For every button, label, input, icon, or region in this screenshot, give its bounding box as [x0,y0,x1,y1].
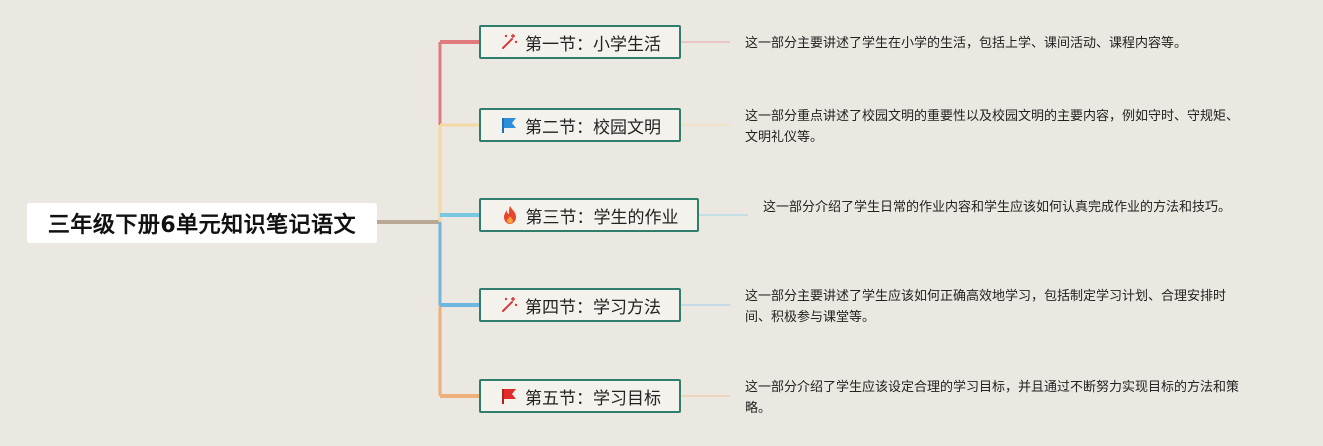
topic-label: 第二节：校园文明 [525,117,661,138]
topic-node-section-5[interactable]: 第五节：学习目标 [479,379,681,413]
topic-label: 第五节：学习目标 [525,388,661,409]
description-section-1: 这一部分主要讲述了学生在小学的生活，包括上学、课间活动、课程内容等。 [745,36,1188,51]
topic-node-section-4[interactable]: 第四节：学习方法 [479,288,681,322]
description-section-3: 这一部分介绍了学生日常的作业内容和学生应该如何认真完成作业的方法和技巧。 [763,200,1232,215]
fire-icon [500,205,520,225]
blue-flag-icon [499,115,519,135]
topic-node-section-2[interactable]: 第二节：校园文明 [479,108,681,142]
root-topic[interactable]: 三年级下册6单元知识笔记语文 [27,203,377,243]
sparkle-icon [499,32,519,52]
root-title: 三年级下册6单元知识笔记语文 [47,213,357,238]
topic-label: 第一节：小学生活 [525,34,661,55]
description-section-2: 这一部分重点讲述了校园文明的重要性以及校园文明的主要内容，例如守时、守规矩、文明… [745,109,1240,145]
topic-label: 第四节：学习方法 [525,297,661,318]
topic-label: 第三节：学生的作业 [525,207,679,228]
topic-node-section-3[interactable]: 第三节：学生的作业 [479,198,699,232]
sparkle-icon [499,295,519,315]
topic-node-section-1[interactable]: 第一节：小学生活 [479,25,681,59]
description-section-5: 这一部分介绍了学生应该设定合理的学习目标，并且通过不断努力实现目标的方法和策略。 [745,380,1240,416]
description-section-4: 这一部分主要讲述了学生应该如何正确高效地学习，包括制定学习计划、合理安排时间、积… [745,289,1227,325]
red-flag-icon [499,386,519,406]
